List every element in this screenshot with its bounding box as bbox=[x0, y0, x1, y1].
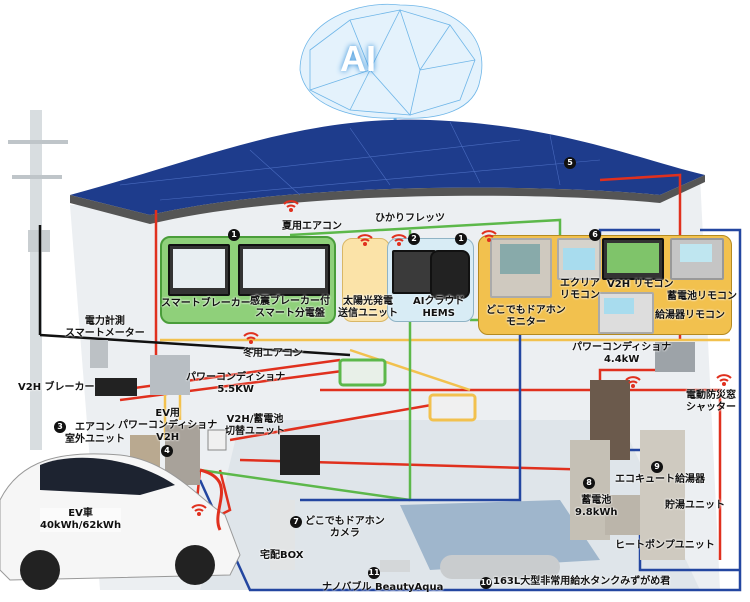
label-ev-car: EV車 40kWh/62kWh bbox=[40, 508, 122, 532]
wifi-icon bbox=[481, 230, 497, 242]
number-badge: 8 bbox=[583, 477, 595, 489]
label-tank: 163L大型非常用給水タンクみずがめ君 bbox=[493, 576, 671, 587]
label-summer-ac: 夏用エアコン bbox=[282, 221, 342, 232]
label-ac-outdoor: エアコン 室外ユニット bbox=[65, 422, 125, 445]
label-ev-pcs: EV用 パワーコンディショナ V2H bbox=[118, 408, 218, 443]
label-v2h-breaker: V2H ブレーカー bbox=[18, 382, 95, 393]
pcs-55-unit bbox=[150, 355, 190, 395]
number-badge: 1 bbox=[228, 229, 240, 241]
number-badge: 3 bbox=[54, 421, 66, 433]
water-tank bbox=[440, 555, 560, 579]
label-battery-remote: 蓄電池リモコン bbox=[667, 291, 737, 302]
label-door-monitor: どこでもドアホン モニター bbox=[486, 305, 566, 328]
label-smart-breaker: スマートブレーカー bbox=[161, 298, 251, 309]
number-badge: 7 bbox=[290, 516, 302, 528]
battery-unit bbox=[570, 440, 610, 540]
label-solar-unit: 太陽光発電 送信ユニット bbox=[338, 296, 398, 319]
number-badge: 1 bbox=[455, 233, 467, 245]
label-heat-pump: ヒートポンプユニット bbox=[615, 540, 715, 551]
v2h-breaker-unit bbox=[95, 378, 137, 396]
wifi-icon bbox=[243, 332, 259, 344]
wifi-icon bbox=[357, 234, 373, 246]
number-badge: 5 bbox=[564, 157, 576, 169]
wifi-icon bbox=[191, 504, 207, 516]
pcs-44-unit bbox=[655, 342, 695, 372]
wifi-icon bbox=[391, 234, 407, 246]
label-nanobubble: ナノバブル BeautyAqua bbox=[322, 582, 444, 593]
label-storage-unit: 貯湯ユニット bbox=[665, 500, 725, 511]
label-pcs-55: パワーコンディショナ 5.5KW bbox=[186, 372, 286, 395]
ai-label: AI bbox=[340, 38, 376, 79]
number-badge: 4 bbox=[161, 445, 173, 457]
wifi-icon bbox=[716, 374, 732, 386]
label-pcs-44: パワーコンディショナ 4.4kW bbox=[572, 342, 672, 365]
label-delivery-box: 宅配BOX bbox=[260, 550, 304, 561]
wifi-icon bbox=[625, 376, 641, 388]
delivery-box bbox=[270, 500, 295, 570]
wifi-icon bbox=[283, 200, 299, 212]
label-battery: 蓄電池 9.8kWh bbox=[575, 495, 618, 518]
number-badge: 10 bbox=[480, 577, 492, 589]
utility-pole bbox=[8, 110, 68, 450]
number-badge: 11 bbox=[368, 567, 380, 579]
label-door-camera: どこでもドアホン カメラ bbox=[305, 516, 385, 539]
label-switch-unit: V2H/蓄電池 切替ユニット bbox=[225, 414, 285, 437]
tv bbox=[280, 435, 320, 475]
label-hikari: ひかりフレッツ bbox=[375, 213, 445, 224]
label-ecria-remote: エクリア リモコン bbox=[560, 278, 600, 301]
smart-meter-unit bbox=[90, 340, 108, 368]
label-ecocute: エコキュート給湯器 bbox=[615, 474, 705, 485]
label-seismic-panel: 感震ブレーカー付 スマート分電盤 bbox=[250, 296, 330, 319]
number-badge: 6 bbox=[589, 229, 601, 241]
label-shutter: 電動防災窓 シャッター bbox=[686, 390, 736, 413]
label-smart-meter: 電力計測 スマートメーター bbox=[65, 316, 145, 339]
storage-unit bbox=[640, 430, 685, 560]
number-badge: 9 bbox=[651, 461, 663, 473]
number-badge: 2 bbox=[408, 233, 420, 245]
label-ai-hems: AIクラウド HEMS bbox=[413, 296, 465, 319]
label-water-heater-remote: 給湯器リモコン bbox=[655, 310, 725, 321]
label-v2h-remote: V2H リモコン bbox=[607, 279, 674, 290]
label-winter-ac: 冬用エアコン bbox=[243, 348, 303, 359]
solar-panel-roof bbox=[70, 119, 705, 215]
